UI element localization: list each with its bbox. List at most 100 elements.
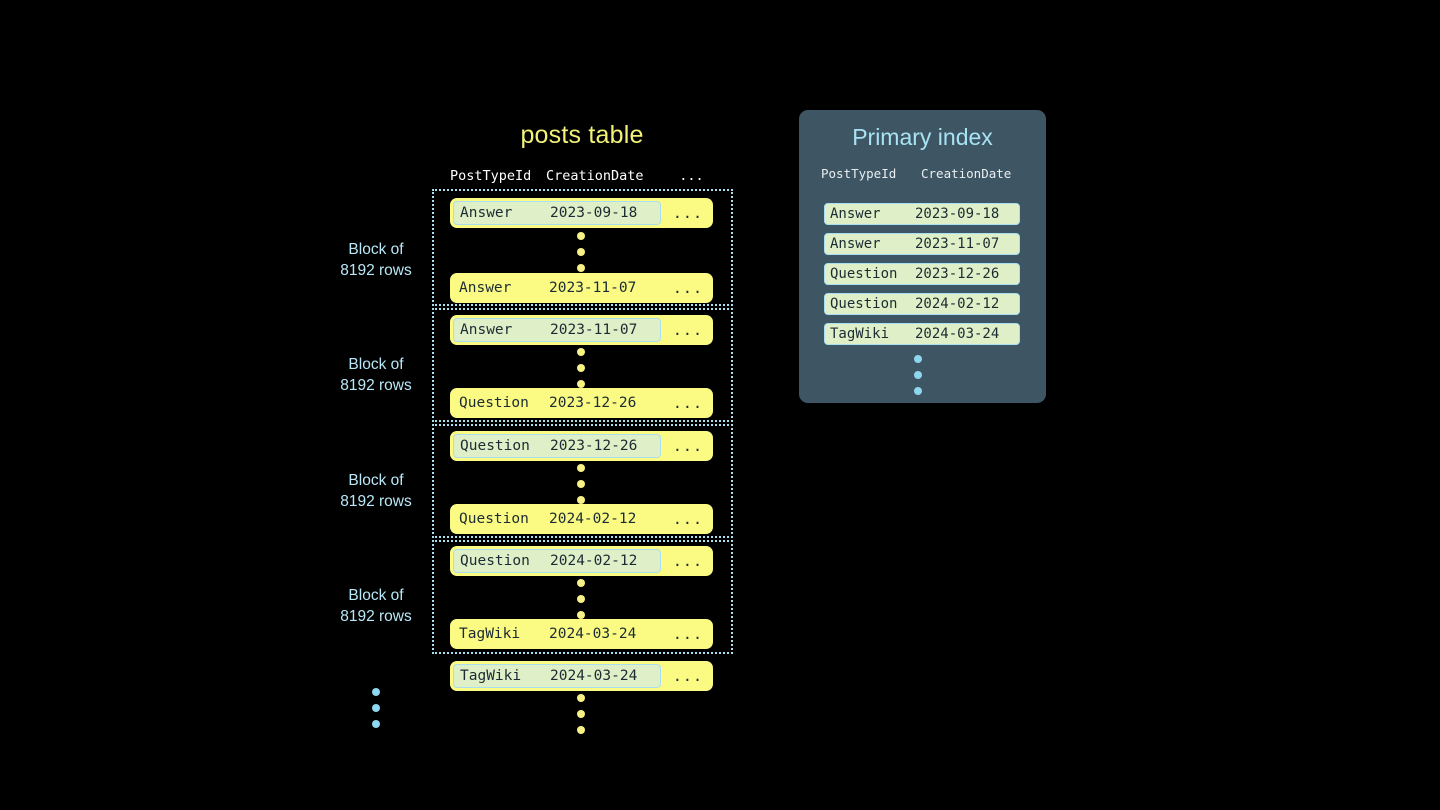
index-row-4[interactable]: Question 2024-02-12	[824, 293, 1020, 315]
index-row-3[interactable]: Question 2023-12-26	[824, 263, 1020, 285]
dot	[914, 371, 922, 379]
index-row-5[interactable]: TagWiki 2024-03-24	[824, 323, 1020, 345]
block-boundary-4	[432, 540, 733, 654]
cell-ellipsis: ...	[672, 552, 703, 570]
cell-posttypeid: Question	[460, 438, 530, 454]
index-row-2[interactable]: Answer 2023-11-07	[824, 233, 1020, 255]
cell-posttypeid: Answer	[459, 280, 512, 296]
dot	[372, 720, 380, 728]
cell-creationdate: 2023-12-26	[550, 438, 638, 454]
cell-posttypeid: Answer	[460, 322, 513, 338]
table-row-block1-last[interactable]: Answer 2023-11-07 ...	[450, 273, 713, 303]
block-label-1-line1: Block of	[348, 241, 404, 258]
row-cells-block4-last: TagWiki 2024-03-24	[453, 622, 659, 646]
cell-creationdate: 2024-02-12	[549, 511, 637, 527]
dot	[577, 694, 585, 702]
dot	[372, 704, 380, 712]
block-ellipsis-dots-bottom	[372, 688, 380, 728]
block-label-4-line2: 8192 rows	[340, 608, 412, 625]
cell-creationdate: 2024-02-12	[550, 553, 638, 569]
table-row-block3-last[interactable]: Question 2024-02-12 ...	[450, 504, 713, 534]
cell-ellipsis: ...	[672, 667, 703, 685]
row-ellipsis-dots-block3	[577, 464, 585, 504]
row-ellipsis-dots-block4	[577, 579, 585, 619]
row-ellipsis-dots-block2	[577, 348, 585, 388]
table-ellipsis-dots-bottom	[577, 694, 585, 734]
cell-ellipsis: ...	[672, 625, 703, 643]
block-label-3: Block of 8192 rows	[311, 470, 441, 512]
block-label-3-line2: 8192 rows	[340, 493, 412, 510]
table-row-block2-last[interactable]: Question 2023-12-26 ...	[450, 388, 713, 418]
dot	[577, 248, 585, 256]
dot	[577, 232, 585, 240]
row-mark-block1-first: Answer 2023-09-18	[453, 201, 661, 225]
dot	[577, 496, 585, 504]
cell-creationdate: 2024-03-24	[549, 626, 637, 642]
dot	[372, 688, 380, 696]
dot	[914, 387, 922, 395]
dot	[577, 380, 585, 388]
primary-index-panel: Primary index PostTypeId CreationDate An…	[799, 110, 1046, 403]
index-cell-posttypeid: TagWiki	[830, 326, 890, 342]
block-label-2-line2: 8192 rows	[340, 377, 412, 394]
block-label-1-line2: 8192 rows	[340, 262, 412, 279]
cell-creationdate: 2023-09-18	[550, 205, 638, 221]
table-row-block2-first[interactable]: Answer 2023-11-07 ...	[450, 315, 713, 345]
cell-ellipsis: ...	[672, 510, 703, 528]
block-label-1: Block of 8192 rows	[311, 239, 441, 281]
row-cells-block1-last: Answer 2023-11-07	[453, 276, 659, 300]
index-ellipsis-dots	[914, 355, 922, 395]
table-row-block1-first[interactable]: Answer 2023-09-18 ...	[450, 198, 713, 228]
block-label-4: Block of 8192 rows	[311, 585, 441, 627]
row-mark-trailing: TagWiki 2024-03-24	[453, 664, 661, 688]
cell-posttypeid: Question	[459, 511, 529, 527]
block-label-2: Block of 8192 rows	[311, 354, 441, 396]
index-cell-posttypeid: Question	[830, 296, 898, 312]
index-cell-creationdate: 2023-12-26	[915, 266, 1000, 282]
index-column-header-posttypeid: PostTypeId	[821, 166, 897, 181]
table-row-block4-first[interactable]: Question 2024-02-12 ...	[450, 546, 713, 576]
index-column-header-creationdate: CreationDate	[921, 166, 1012, 181]
dot	[577, 364, 585, 372]
row-ellipsis-dots-block1	[577, 232, 585, 272]
dot	[577, 264, 585, 272]
block-label-4-line1: Block of	[348, 587, 404, 604]
row-mark-block3-first: Question 2023-12-26	[453, 434, 661, 458]
primary-index-title: Primary index	[852, 124, 993, 150]
dot	[577, 595, 585, 603]
cell-ellipsis: ...	[672, 279, 703, 297]
cell-ellipsis: ...	[672, 394, 703, 412]
index-cell-creationdate: 2023-11-07	[915, 236, 1000, 252]
cell-creationdate: 2023-11-07	[549, 280, 637, 296]
cell-ellipsis: ...	[672, 321, 703, 339]
dot	[577, 611, 585, 619]
index-cell-posttypeid: Answer	[830, 236, 881, 252]
column-header-ellipsis: ...	[679, 168, 704, 184]
table-row-block3-first[interactable]: Question 2023-12-26 ...	[450, 431, 713, 461]
cell-posttypeid: Question	[459, 395, 529, 411]
index-cell-creationdate: 2024-02-12	[915, 296, 1000, 312]
dot	[914, 355, 922, 363]
block-label-2-line1: Block of	[348, 356, 404, 373]
block-boundary-3	[432, 424, 733, 538]
table-row-block4-last[interactable]: TagWiki 2024-03-24 ...	[450, 619, 713, 649]
dot	[577, 579, 585, 587]
index-cell-creationdate: 2023-09-18	[915, 206, 1000, 222]
index-cell-posttypeid: Question	[830, 266, 898, 282]
index-cell-creationdate: 2024-03-24	[915, 326, 1000, 342]
row-mark-block2-first: Answer 2023-11-07	[453, 318, 661, 342]
dot	[577, 464, 585, 472]
column-header-creationdate: CreationDate	[546, 168, 644, 184]
cell-creationdate: 2023-11-07	[550, 322, 638, 338]
table-row-trailing[interactable]: TagWiki 2024-03-24 ...	[450, 661, 713, 691]
cell-creationdate: 2023-12-26	[549, 395, 637, 411]
cell-posttypeid: TagWiki	[459, 626, 521, 642]
index-cell-posttypeid: Answer	[830, 206, 881, 222]
dot	[577, 480, 585, 488]
cell-creationdate: 2024-03-24	[550, 668, 638, 684]
cell-ellipsis: ...	[672, 204, 703, 222]
cell-posttypeid: Answer	[460, 205, 513, 221]
primary-index-column-headers: PostTypeId CreationDate	[821, 166, 1024, 181]
row-cells-block2-last: Question 2023-12-26	[453, 391, 659, 415]
index-row-1[interactable]: Answer 2023-09-18	[824, 203, 1020, 225]
